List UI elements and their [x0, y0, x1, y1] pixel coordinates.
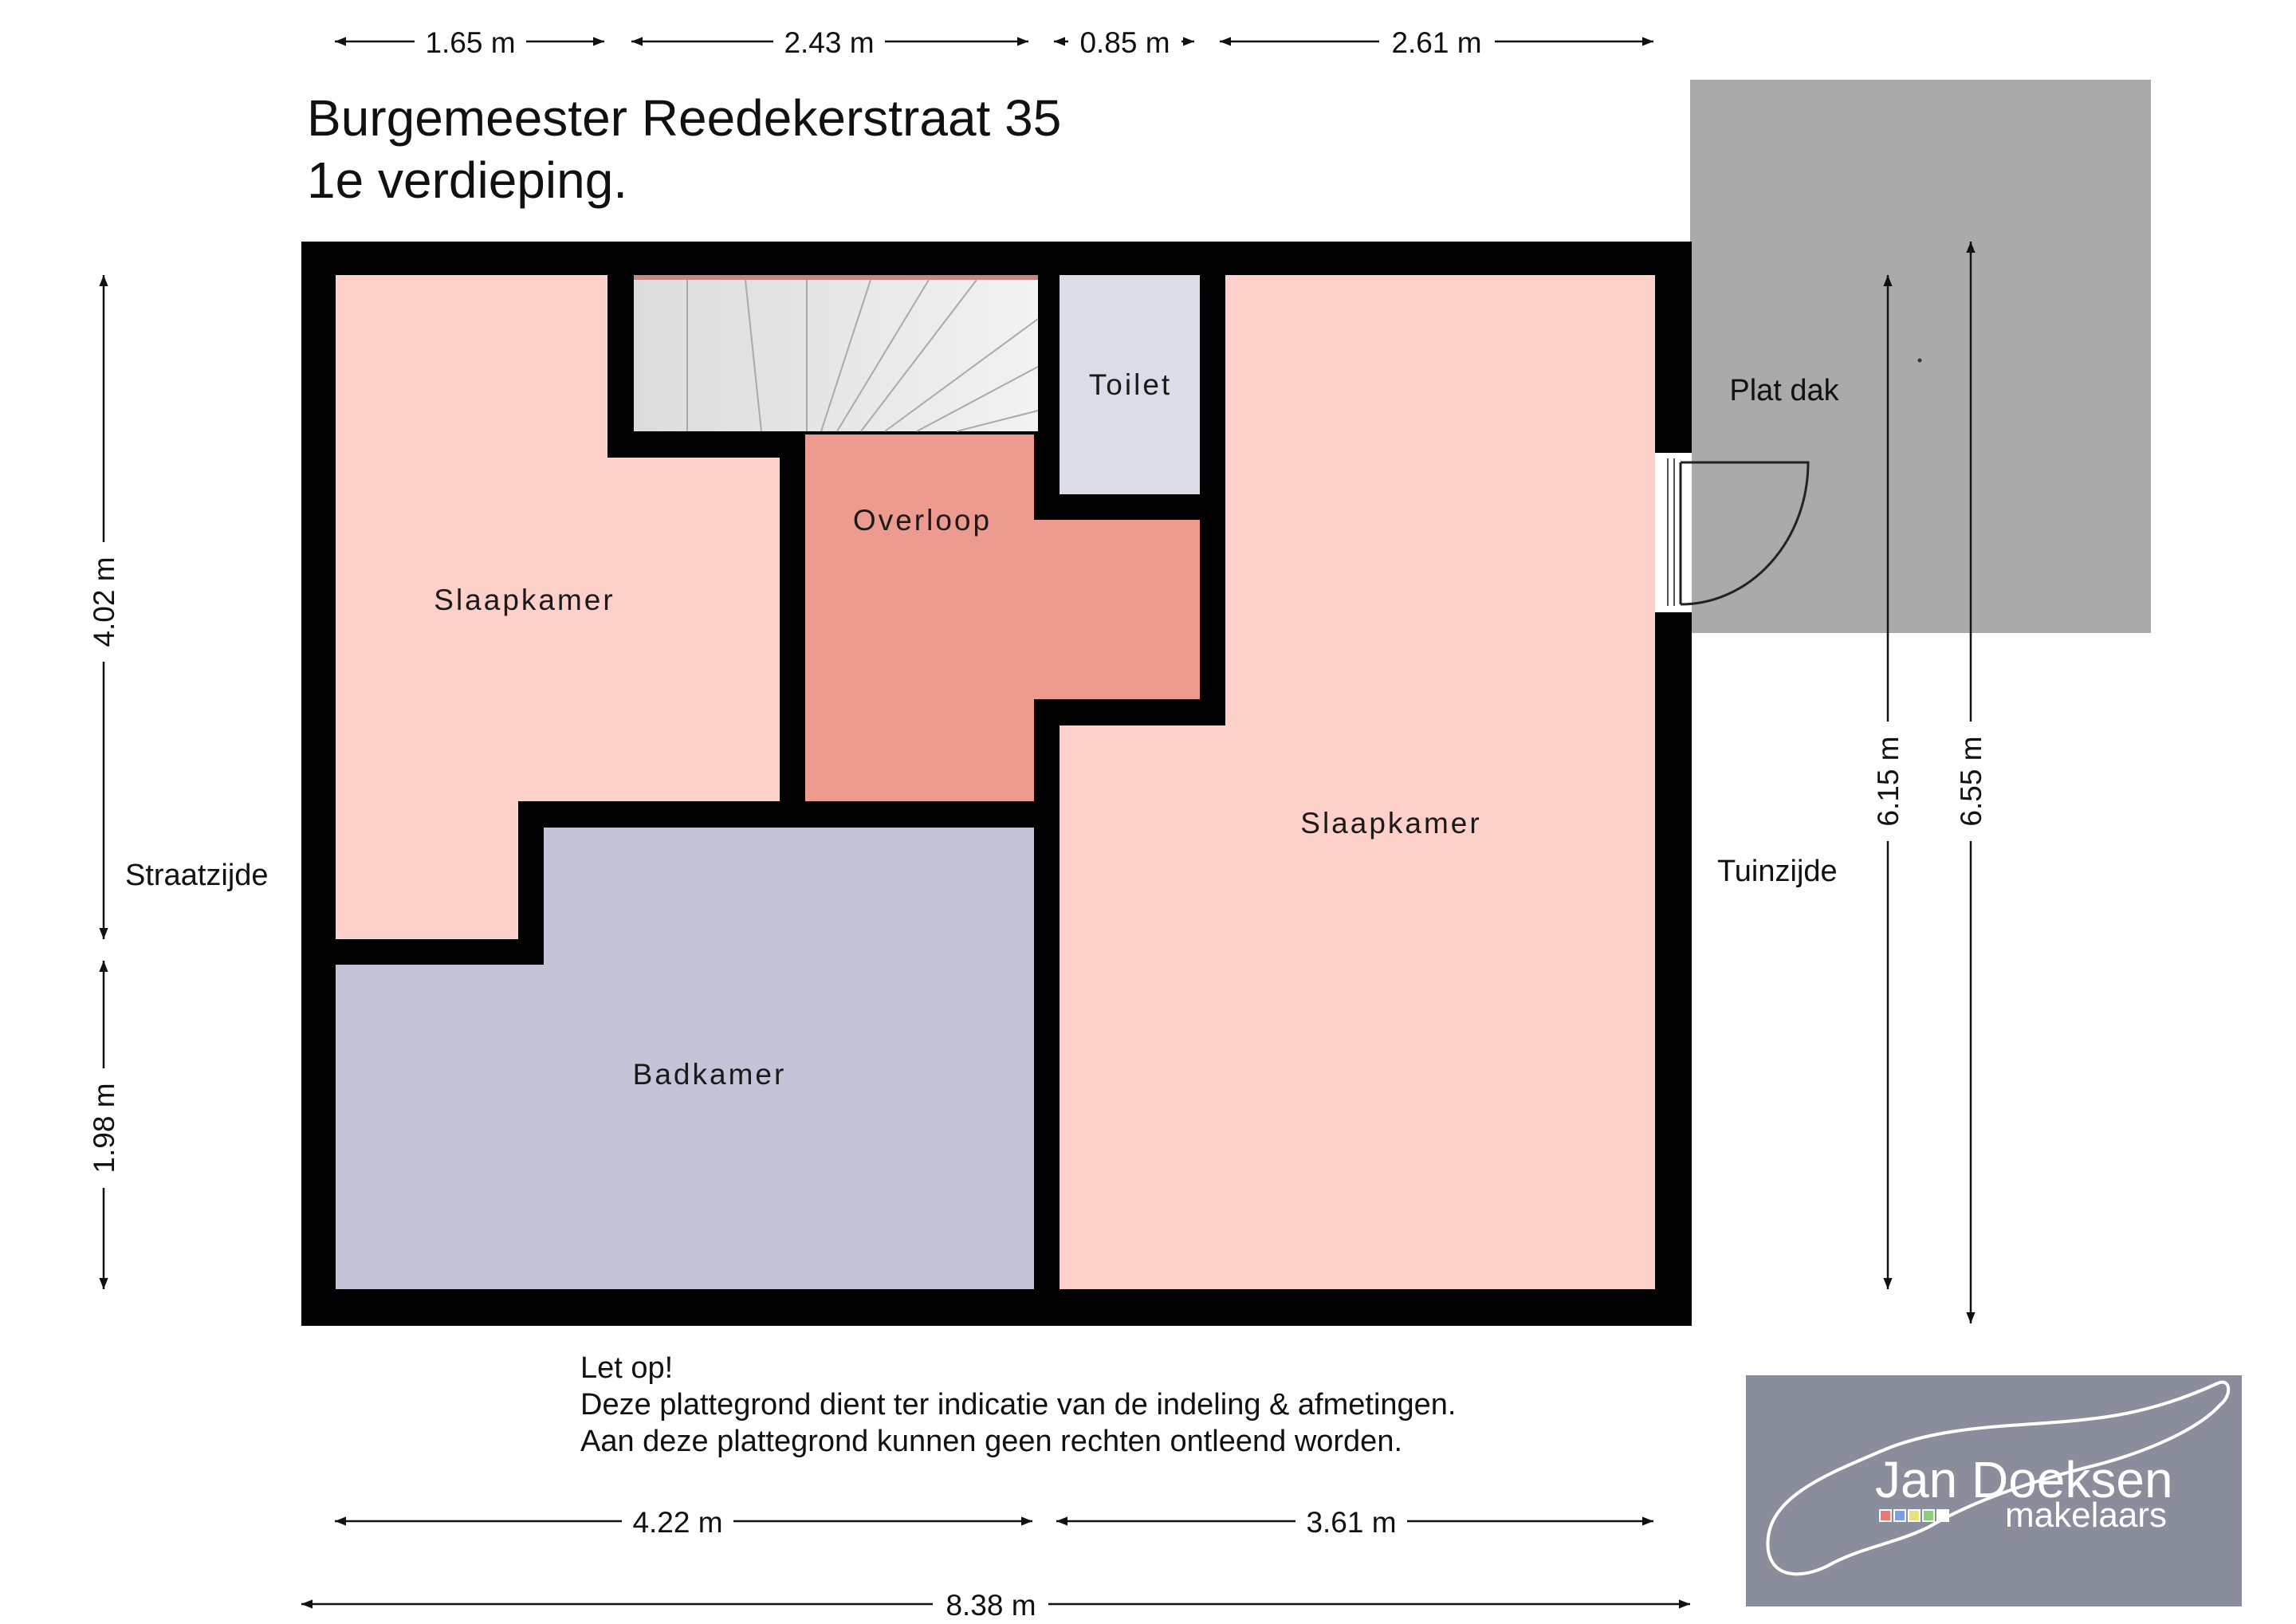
label-overloop: Overloop [853, 504, 992, 537]
dim-top-1: 1.65 m [425, 26, 515, 59]
label-tuinzijde: Tuinzijde [1717, 855, 1838, 888]
roof-door [1655, 453, 1810, 612]
dim-left-lower: 1.98 m [88, 1083, 120, 1173]
dim-bottom-1: 4.22 m [632, 1506, 722, 1539]
dim-bottom-2: 3.61 m [1306, 1506, 1396, 1539]
dim-top-4: 2.61 m [1391, 26, 1481, 59]
label-plat-dak: Plat dak [1729, 374, 1839, 407]
dim-right-inner: 6.15 m [1872, 736, 1905, 826]
room-slaapkamer-right [1060, 275, 1655, 1289]
dim-left-upper: 4.02 m [88, 556, 120, 647]
label-slaapkamer-right: Slaapkamer [1300, 807, 1481, 840]
notice-heading: Let op! [580, 1351, 673, 1385]
label-toilet: Toilet [1089, 368, 1172, 401]
dim-top-2: 2.43 m [784, 26, 874, 59]
dim-bottom-total: 8.38 m [946, 1589, 1036, 1622]
logo-name: Jan Doeksen [1875, 1451, 2173, 1508]
title-floor: 1e verdieping. [307, 151, 627, 209]
flat-roof-area [1690, 80, 2151, 633]
dim-top-3: 0.85 m [1079, 26, 1170, 59]
roof-drain-dot [1917, 358, 1922, 363]
label-slaapkamer-left: Slaapkamer [434, 584, 615, 616]
title-address: Burgemeester Reedekerstraat 35 [307, 89, 1061, 147]
room-overloop [805, 435, 1200, 801]
room-toilet [1060, 275, 1200, 494]
notice-line-1: Deze plattegrond dient ter indicatie van… [580, 1388, 1457, 1421]
logo-color-squares-icon [1879, 1509, 1949, 1522]
logo-sub: makelaars [2005, 1496, 2167, 1535]
label-badkamer: Badkamer [633, 1058, 787, 1091]
company-logo: Jan Doeksen makelaars [1746, 1375, 2242, 1606]
dim-right-outer: 6.55 m [1955, 736, 1987, 826]
label-straatzijde: Straatzijde [125, 859, 269, 892]
staircase [634, 275, 1039, 432]
notice-line-2: Aan deze plattegrond kunnen geen rechten… [580, 1425, 1402, 1458]
room-slaapkamer-left [336, 275, 780, 939]
room-badkamer [336, 828, 1034, 1289]
